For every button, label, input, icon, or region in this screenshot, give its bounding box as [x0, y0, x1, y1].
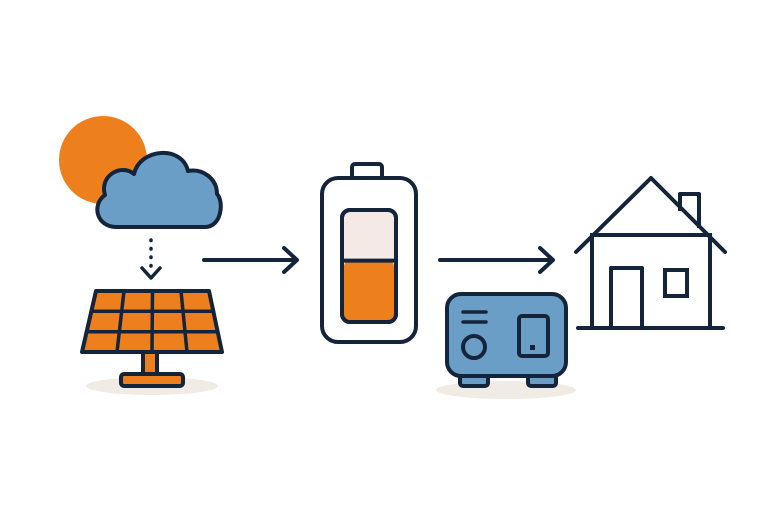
generator-dial	[461, 334, 487, 360]
generator-control-panel	[517, 314, 550, 358]
house-chimney	[678, 192, 701, 228]
house-door	[609, 266, 644, 328]
battery-charge-level	[344, 260, 394, 320]
house-window	[663, 268, 689, 298]
battery-to-house-arrow	[438, 246, 555, 274]
battery-icon	[320, 162, 418, 344]
cloud-to-panel-dotted-arrow	[140, 238, 162, 280]
solar-panel-icon	[80, 289, 224, 388]
house-roof	[574, 176, 727, 254]
solar-panel-base	[119, 372, 185, 388]
generator-icon	[445, 292, 568, 388]
house-icon	[574, 176, 727, 330]
panel-to-battery-arrow	[202, 246, 299, 274]
battery-charge-chamber-outline	[340, 208, 398, 324]
solar-panel-grid-lines	[84, 289, 220, 354]
generator-indicator-light	[530, 345, 535, 350]
cloud-icon	[95, 151, 223, 229]
